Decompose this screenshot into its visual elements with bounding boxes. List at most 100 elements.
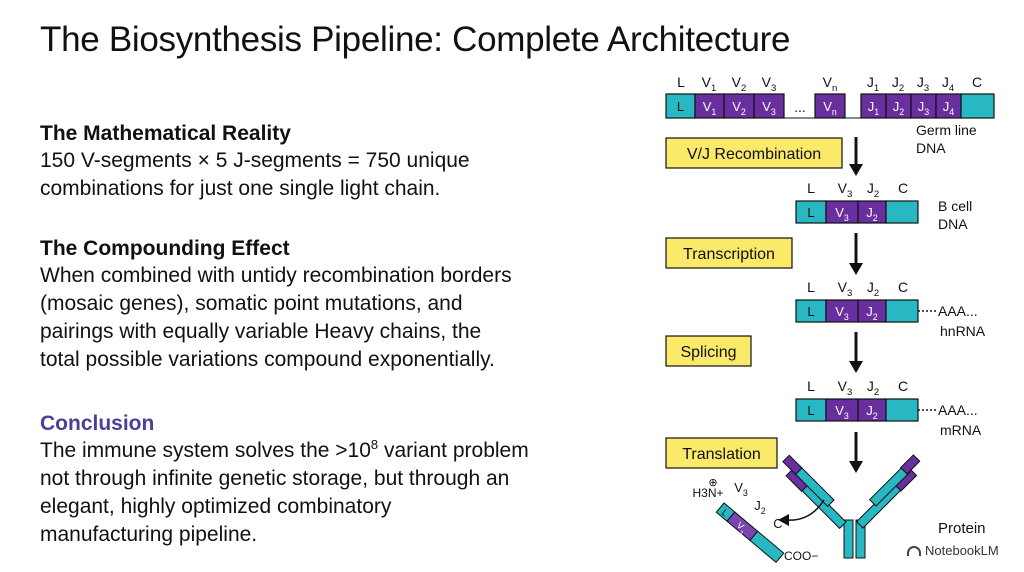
row-1-top-label: L bbox=[807, 180, 815, 196]
conclusion-line-1-suffix: variant problem bbox=[378, 439, 529, 462]
math-heading: The Mathematical Reality bbox=[40, 122, 291, 145]
germline-segment-vn-label: Vn bbox=[823, 99, 837, 117]
germline-top-label: V2 bbox=[732, 74, 747, 94]
germline-top-label: J1 bbox=[867, 74, 879, 94]
germline-segment-j2-label: J2 bbox=[893, 99, 905, 117]
row-1-top-label: C bbox=[898, 180, 908, 196]
row-2-top-label: L bbox=[807, 279, 815, 295]
antibody-arm-right-outer-tip bbox=[899, 454, 921, 475]
page-title: The Biosynthesis Pipeline: Complete Arch… bbox=[40, 20, 791, 59]
compound-line-2: (mosaic genes), somatic point mutations,… bbox=[40, 292, 463, 315]
math-line-1: 150 V-segments × 5 J-segments = 750 uniq… bbox=[40, 149, 470, 172]
germline-top-label: J4 bbox=[942, 74, 955, 94]
germline-caption-1: Germ line bbox=[916, 122, 977, 138]
row-1-top-label: V3 bbox=[838, 180, 853, 200]
germline-segment-c bbox=[960, 93, 995, 119]
conclusion-section: Conclusion The immune system solves the … bbox=[40, 411, 640, 549]
row-3-top-label: C bbox=[898, 378, 908, 394]
row-3-tail: AAA... bbox=[938, 402, 978, 418]
row-3-segment-v3-label: V3 bbox=[835, 403, 849, 421]
positive-charge-icon: ⊕ bbox=[708, 477, 717, 489]
protein-label-j2: J2 bbox=[754, 498, 766, 516]
row-3-segment-c bbox=[885, 398, 919, 422]
row-3-top-label: J2 bbox=[867, 378, 879, 398]
step-1-label: V/J Recombination bbox=[687, 146, 821, 163]
arrow-splicing-head bbox=[849, 361, 863, 373]
compound-line-3: pairings with equally variable Heavy cha… bbox=[40, 320, 482, 343]
row-2-top-label: V3 bbox=[838, 279, 853, 299]
arrow-translation-head bbox=[849, 461, 863, 473]
germline-top-label: Vn bbox=[823, 74, 838, 94]
germline-top-label: C bbox=[972, 74, 982, 90]
antibody-shape bbox=[782, 454, 921, 559]
germline-segment-j2 bbox=[885, 93, 912, 119]
germline-segment-j4 bbox=[935, 93, 962, 119]
conclusion-heading: Conclusion bbox=[40, 412, 155, 435]
germline-segment-j3-label: J3 bbox=[918, 99, 930, 117]
protein-caption: Protein bbox=[938, 520, 986, 537]
row-1-segment-j2-label: J2 bbox=[866, 205, 878, 223]
protein-label-v3: V3 bbox=[734, 480, 748, 498]
conclusion-line-2: not through infinite genetic storage, bu… bbox=[40, 467, 510, 490]
germline-segment-v2 bbox=[723, 93, 755, 119]
row-2-segment-l-label: L bbox=[807, 304, 814, 319]
c-terminus-label: COO− bbox=[784, 549, 818, 563]
row-2-top-label: J2 bbox=[867, 279, 879, 299]
step-3-label: Splicing bbox=[680, 344, 736, 361]
row-3-caption-1: mRNA bbox=[940, 422, 982, 438]
row-1-segment-l-label: L bbox=[807, 205, 814, 220]
antibody-arm-left-outer-tip bbox=[782, 454, 803, 476]
germline-caption-2: DNA bbox=[916, 140, 946, 156]
germline-top-label: L bbox=[677, 74, 685, 90]
antibody-arm-right-inner bbox=[855, 481, 904, 529]
germline-segment-j4-label: J4 bbox=[943, 99, 955, 117]
step-2-label: Transcription bbox=[683, 246, 775, 263]
germline-segment-v2-label: V2 bbox=[732, 99, 746, 117]
row-3-top-label: L bbox=[807, 378, 815, 394]
germline-top-label: V1 bbox=[702, 74, 717, 94]
light-chain-arrow-head bbox=[778, 514, 789, 526]
row-2-segment-v3-label: V3 bbox=[835, 304, 849, 322]
germline-segment-vn bbox=[814, 93, 846, 119]
light-chain-arrow bbox=[785, 499, 825, 521]
germline-segment-v1 bbox=[694, 93, 725, 119]
germline-segment-l-label: L bbox=[677, 99, 684, 114]
light-chain-protein: LV3 bbox=[715, 502, 785, 564]
row-2-caption-1: hnRNA bbox=[940, 323, 986, 339]
row-2-top-label: C bbox=[898, 279, 908, 295]
germline-segment-v3-label: V3 bbox=[762, 99, 776, 117]
germline-segment-v3 bbox=[753, 93, 785, 119]
arrow-recombination-head bbox=[849, 164, 863, 176]
germline-segment-j3 bbox=[910, 93, 937, 119]
arrow-transcription-head bbox=[849, 263, 863, 275]
math-section: The Mathematical Reality 150 V-segments … bbox=[40, 121, 640, 203]
row-3-segment-l-label: L bbox=[807, 403, 814, 418]
row-1-segment-c bbox=[885, 200, 919, 224]
compound-line-4: total possible variations compound expon… bbox=[40, 348, 495, 371]
germline-segment-j1 bbox=[860, 93, 887, 119]
antibody-stem-left bbox=[843, 519, 854, 559]
row-1-segment-v3-label: V3 bbox=[835, 205, 849, 223]
step-4 bbox=[665, 437, 778, 469]
brand-label: NotebookLM bbox=[925, 543, 999, 558]
germline-ellipsis: ... bbox=[794, 99, 806, 115]
light-chain-v3-label: V3 bbox=[732, 520, 749, 537]
row-2-tail: AAA... bbox=[938, 303, 978, 319]
germline-top-label: V3 bbox=[762, 74, 777, 94]
row-1-top-label: J2 bbox=[867, 180, 879, 200]
notebooklm-logo: NotebookLM bbox=[907, 543, 999, 558]
light-chain-segment-c bbox=[749, 530, 785, 564]
row-2-segment-j2-label: J2 bbox=[866, 304, 878, 322]
germline-segment-j1-label: J1 bbox=[868, 99, 880, 117]
conclusion-exponent: 8 bbox=[370, 437, 379, 452]
germline-top-label: J2 bbox=[892, 74, 904, 94]
step-3 bbox=[665, 335, 752, 367]
protein-label-c: C bbox=[773, 516, 782, 531]
light-chain-l-label: L bbox=[720, 507, 730, 518]
row-3-top-label: V3 bbox=[838, 378, 853, 398]
step-1 bbox=[665, 137, 843, 169]
step-2 bbox=[665, 237, 793, 269]
conclusion-line-1: The immune system solves the >108 varian… bbox=[40, 437, 640, 465]
conclusion-line-1-prefix: The immune system solves the >10 bbox=[40, 439, 371, 462]
